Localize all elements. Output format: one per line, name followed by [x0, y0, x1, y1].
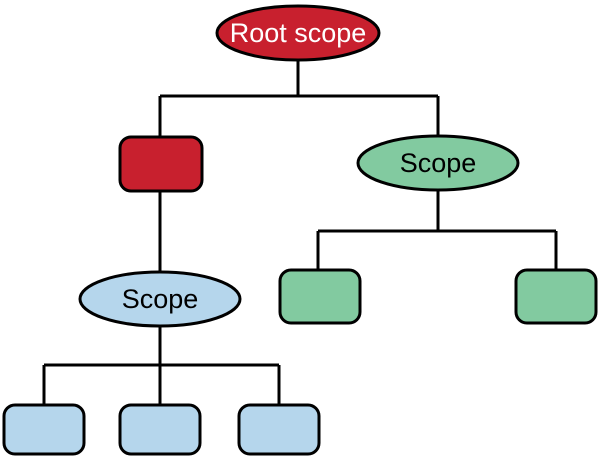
red-block-rect [118, 135, 204, 193]
blue-block-1-rect [2, 403, 86, 456]
blue-block-1-node[interactable] [2, 403, 86, 456]
edge-blue-scope-to-blue-blocks [42, 326, 281, 405]
blue-scope-ellipse [78, 270, 242, 328]
root-scope-label: Root scope [230, 18, 367, 48]
edge-green-scope-to-green-blocks [316, 189, 558, 270]
green-block-1-rect [278, 268, 362, 325]
blue-scope-label: Scope [122, 284, 199, 314]
edge-root-to-children [158, 60, 440, 137]
root-scope-ellipse [215, 4, 381, 62]
green-scope-ellipse [356, 134, 520, 192]
green-scope-node[interactable]: Scope [356, 134, 520, 192]
blue-scope-node[interactable]: Scope [78, 270, 242, 328]
green-block-1-node[interactable] [278, 268, 362, 325]
red-block-node[interactable] [118, 135, 204, 193]
blue-block-2-rect [118, 403, 202, 456]
blue-block-3-rect [237, 403, 321, 456]
green-block-2-node[interactable] [514, 268, 598, 325]
blue-block-2-node[interactable] [118, 403, 202, 456]
root-scope-node[interactable]: Root scope [215, 4, 381, 62]
green-block-2-rect [514, 268, 598, 325]
blue-block-3-node[interactable] [237, 403, 321, 456]
connectors [42, 60, 558, 405]
green-scope-label: Scope [400, 148, 477, 178]
